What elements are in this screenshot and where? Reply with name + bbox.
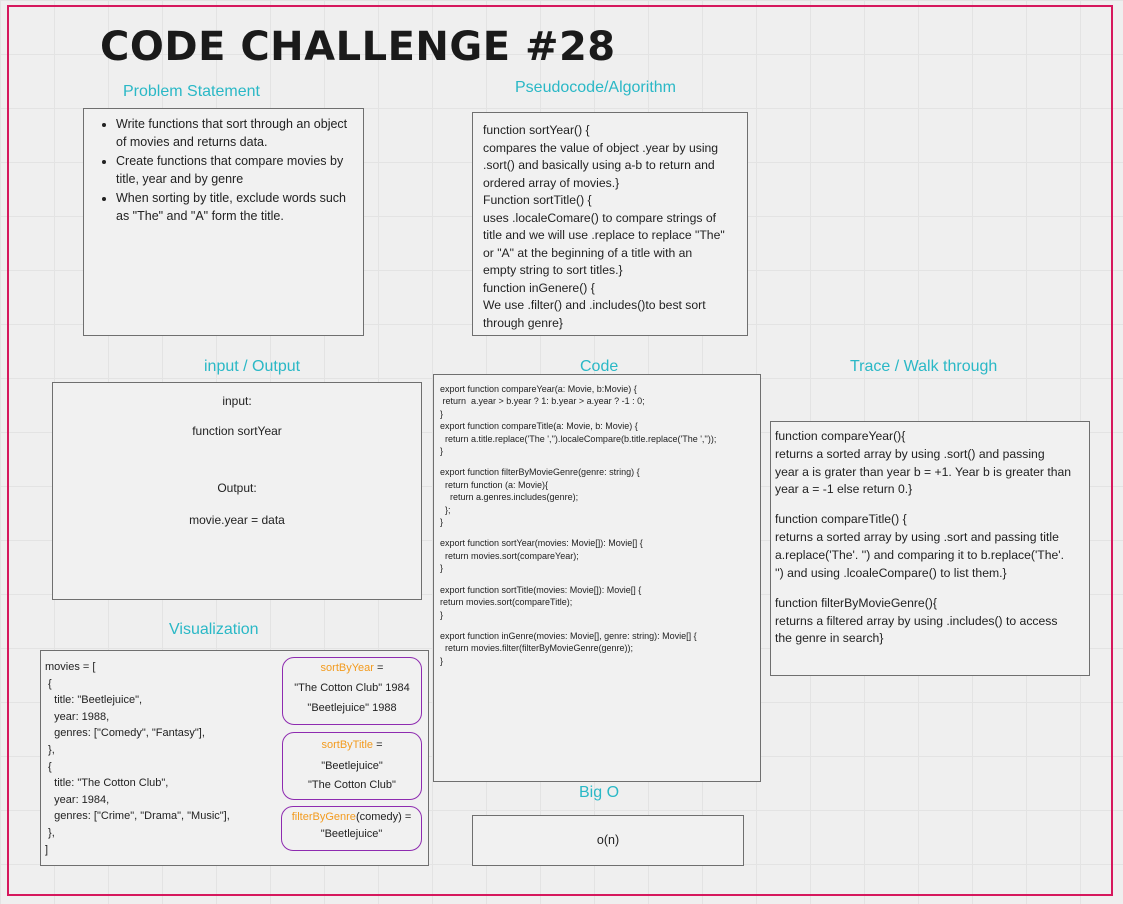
trace-line: returns a sorted array by using .sort() … bbox=[775, 446, 1045, 461]
problem-item: When sorting by title, exclude words suc… bbox=[116, 189, 353, 225]
visualization-line: { bbox=[45, 677, 52, 690]
code-line: } bbox=[440, 446, 444, 457]
board-frame bbox=[7, 5, 1113, 896]
big-o-box: o(n) bbox=[472, 815, 744, 866]
pseudocode-line: .sort() and basically using a-b to retur… bbox=[483, 158, 715, 172]
code-line: }; bbox=[440, 504, 451, 515]
code-heading: Code bbox=[580, 358, 619, 375]
problem-item: Create functions that compare movies by … bbox=[116, 152, 353, 188]
pseudocode-heading: Pseudocode/Algorithm bbox=[515, 79, 676, 96]
page-title: CODE CHALLENGE #28 bbox=[100, 24, 616, 70]
trace-line: year a = -1 else return 0.} bbox=[775, 482, 913, 497]
code-line bbox=[440, 621, 754, 630]
trace-line: year a is grater than year b = +1. Year … bbox=[775, 464, 1072, 479]
code-line: return movies.filter(filterByMovieGenre(… bbox=[440, 643, 634, 654]
code-line: } bbox=[440, 609, 444, 620]
code-line: return movies.sort(compareTitle); bbox=[440, 597, 573, 608]
code-line: export function inGenre(movies: Movie[],… bbox=[440, 630, 697, 641]
trace-line: function compareTitle() { bbox=[775, 512, 907, 527]
input-value: function sortYear bbox=[192, 424, 282, 438]
code-box: export function compareYear(a: Movie, b:… bbox=[433, 374, 761, 782]
sort-by-year-line: "Beetlejuice" 1988 bbox=[307, 702, 397, 714]
filter-by-genre-line: "Beetlejuice" bbox=[320, 828, 383, 840]
output-label: Output: bbox=[217, 481, 257, 495]
code-line bbox=[440, 528, 754, 537]
pseudocode-line: ordered array of movies.} bbox=[483, 175, 620, 190]
trace-line bbox=[775, 583, 1085, 595]
visualization-line: title: "The Cotton Club", bbox=[45, 777, 169, 790]
big-o-value: o(n) bbox=[596, 833, 620, 847]
filter-by-genre-name: filterByGenre bbox=[291, 811, 356, 823]
sort-by-title-line: "The Cotton Club" bbox=[308, 779, 396, 791]
code-line bbox=[440, 457, 754, 466]
visualization-line: genres: ["Crime", "Drama", "Music"], bbox=[45, 810, 230, 823]
trace-heading: Trace / Walk through bbox=[850, 358, 998, 375]
visualization-line: year: 1984, bbox=[45, 793, 110, 806]
code-line: export function filterByMovieGenre(genre… bbox=[440, 467, 640, 478]
trace-line: a.replace('The'. '') and comparing it to… bbox=[775, 547, 1064, 562]
code-line: export function sortTitle(movies: Movie[… bbox=[440, 584, 642, 595]
pseudocode-line: uses .localeComare() to compare strings … bbox=[483, 210, 717, 225]
input-output-box: input: function sortYear Output: movie.y… bbox=[52, 382, 422, 600]
input-output-heading: input / Output bbox=[204, 358, 301, 375]
code-line: } bbox=[440, 563, 444, 574]
visualization-line: title: "Beetlejuice", bbox=[45, 694, 143, 707]
pseudocode-line: title and we will use .replace to replac… bbox=[483, 228, 725, 242]
input-label: input: bbox=[222, 394, 252, 408]
visualization-line: { bbox=[45, 760, 52, 773]
pseudocode-line: Function sortTitle() { bbox=[483, 193, 592, 207]
visualization-line: }, bbox=[45, 826, 55, 839]
trace-line: the genre in search} bbox=[775, 631, 884, 646]
sort-by-title-name: sortByTitle bbox=[321, 739, 374, 751]
code-line: return a.title.replace('The ','').locale… bbox=[440, 433, 717, 444]
filter-by-genre-pill: filterByGenre(comedy) = "Beetlejuice" bbox=[281, 806, 422, 851]
code-line: } bbox=[440, 408, 444, 419]
code-line: export function compareYear(a: Movie, b:… bbox=[440, 384, 637, 394]
code-line: return a.year > b.year ? 1: b.year > a.y… bbox=[440, 396, 645, 407]
pseudocode-line: function inGenere() { bbox=[483, 280, 595, 295]
sort-by-year-pill: sortByYear = "The Cotton Club" 1984 "Bee… bbox=[282, 657, 422, 725]
filter-by-genre-suffix: (comedy) = bbox=[355, 811, 412, 823]
code-line: } bbox=[440, 655, 444, 666]
sort-by-year-name: sortByYear bbox=[320, 662, 374, 674]
sort-by-title-pill: sortByTitle = "Beetlejuice" "The Cotton … bbox=[282, 732, 422, 800]
trace-line: '') and using .lcoaleCompare() to list t… bbox=[775, 565, 1007, 580]
trace-line bbox=[775, 499, 1085, 511]
big-o-heading: Big O bbox=[579, 784, 620, 801]
pseudocode-line: compares the value of object .year by us… bbox=[483, 140, 719, 155]
pseudocode-line: empty string to sort titles.} bbox=[483, 263, 623, 277]
trace-box: function compareYear(){ returns a sorted … bbox=[770, 421, 1090, 676]
trace-line: returns a filtered array by using .inclu… bbox=[775, 613, 1058, 628]
problem-item: Write functions that sort through an obj… bbox=[116, 115, 353, 151]
pseudocode-line: We use .filter() and .includes()to best … bbox=[483, 298, 706, 312]
problem-statement-heading: Problem Statement bbox=[123, 83, 260, 100]
code-line: return function (a: Movie){ bbox=[440, 479, 549, 490]
problem-statement-list: Write functions that sort through an obj… bbox=[84, 109, 363, 225]
sort-by-title-line: "Beetlejuice" bbox=[321, 760, 383, 772]
pseudocode-line: function sortYear() { bbox=[483, 123, 590, 137]
pseudocode-line: through genre} bbox=[483, 315, 563, 330]
visualization-line: ] bbox=[45, 843, 49, 856]
code-line: export function sortYear(movies: Movie[]… bbox=[440, 538, 643, 549]
pseudocode-box: function sortYear() { compares the value… bbox=[472, 112, 748, 336]
output-value: movie.year = data bbox=[189, 513, 285, 527]
visualization-line: year: 1988, bbox=[45, 710, 110, 723]
visualization-line: }, bbox=[45, 743, 55, 756]
trace-line: returns a sorted array by using .sort an… bbox=[775, 530, 1059, 545]
code-line bbox=[440, 575, 754, 584]
sort-by-year-line: "The Cotton Club" 1984 bbox=[294, 682, 410, 694]
visualization-heading: Visualization bbox=[169, 621, 259, 638]
problem-statement-box: Write functions that sort through an obj… bbox=[83, 108, 364, 336]
sort-by-title-suffix: = bbox=[373, 739, 383, 751]
sort-by-year-suffix: = bbox=[373, 662, 384, 674]
trace-line: function filterByMovieGenre(){ bbox=[775, 595, 937, 610]
code-line: } bbox=[440, 517, 444, 528]
visualization-line: genres: ["Comedy", "Fantasy"], bbox=[45, 727, 205, 740]
code-line: export function compareTitle(a: Movie, b… bbox=[440, 421, 638, 432]
trace-line: function compareYear(){ bbox=[775, 429, 906, 443]
pseudocode-line: or "A" at the beginning of a title with … bbox=[483, 245, 693, 260]
visualization-line: movies = [ bbox=[45, 661, 96, 673]
code-line: return movies.sort(compareYear); bbox=[440, 550, 579, 561]
code-line: return a.genres.includes(genre); bbox=[440, 492, 579, 503]
